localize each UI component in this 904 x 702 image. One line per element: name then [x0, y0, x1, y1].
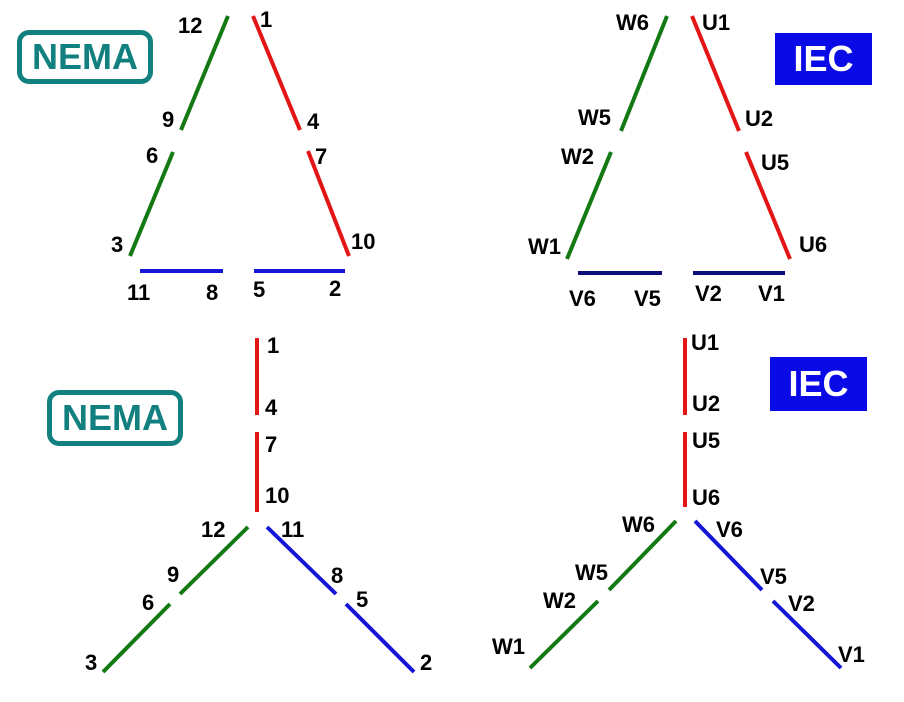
terminal-label: V1: [838, 642, 865, 667]
terminal-label: 11: [281, 517, 304, 542]
terminal-label: 7: [265, 432, 277, 457]
iec-wye-winding-v6-v5: [693, 519, 764, 592]
terminal-label: V5: [634, 286, 661, 311]
iec-delta-winding-w2-w1: [565, 151, 613, 260]
terminal-label: U5: [761, 150, 789, 175]
terminal-label: 4: [265, 395, 278, 420]
nema-delta-winding-7-10: [306, 150, 351, 257]
nema-delta: [128, 15, 351, 273]
terminal-label: V2: [788, 591, 815, 616]
terminal-label: 11: [127, 280, 150, 305]
terminal-label: 8: [331, 563, 343, 588]
terminal-label: W1: [528, 234, 561, 259]
terminal-label: 1: [260, 7, 272, 32]
terminal-label: W6: [622, 512, 655, 537]
terminal-label: U6: [799, 232, 827, 257]
terminal-label: W5: [578, 105, 611, 130]
terminal-label: 12: [178, 13, 202, 38]
terminal-label: 6: [146, 143, 158, 168]
iec-delta-winding-u1-u2: [690, 15, 741, 132]
iec-wye-winding-v2-v1: [771, 599, 843, 670]
iec-wye-winding-w2-w1: [528, 599, 600, 670]
nema-badge: NEMA: [47, 390, 183, 446]
nema-delta-winding-12-9: [179, 15, 230, 131]
terminal-label: W2: [561, 144, 594, 169]
iec-wye: [528, 338, 843, 670]
terminal-label: 9: [162, 107, 174, 132]
terminal-label: W2: [543, 588, 576, 613]
nema-wye-winding-5-2: [344, 602, 416, 674]
nema-delta-winding-1-4: [251, 15, 302, 131]
terminal-label: 7: [315, 144, 327, 169]
terminal-label: W1: [492, 634, 525, 659]
iec-delta-winding-w6-w5: [619, 15, 669, 132]
terminal-label: 8: [206, 280, 218, 305]
terminal-label: 4: [307, 109, 320, 134]
terminal-label: 6: [142, 590, 154, 615]
terminal-label: V5: [760, 564, 787, 589]
terminal-label: 5: [356, 587, 368, 612]
iec-delta-labels: W6 U1 W5 U2 W2 U5 W1 U6 V6 V5 V2 V1: [528, 10, 827, 311]
nema-delta-labels: 12 1 9 4 6 7 3 10 11 8 5 2: [111, 7, 375, 305]
terminal-label: 2: [420, 650, 432, 675]
terminal-label: V2: [695, 281, 722, 306]
terminal-label: 3: [85, 650, 97, 675]
iec-delta-winding-u5-u6: [744, 151, 792, 260]
nema-wye-winding-11-8: [265, 525, 338, 596]
nema-delta-winding-6-3: [128, 151, 175, 257]
terminal-label: 5: [253, 277, 265, 302]
terminal-label: U5: [692, 428, 720, 453]
iec-delta: [565, 15, 792, 275]
terminal-label: 9: [167, 562, 179, 587]
terminal-label: V1: [758, 281, 785, 306]
nema-wye-labels: 1 4 7 10 12 11 9 8 6 5 3 2: [85, 333, 432, 675]
iec-wye-labels: U1 U2 U5 U6 W6 V6 W5 V5 W2 V2 W1 V1: [492, 330, 865, 667]
terminal-label: 10: [265, 483, 289, 508]
terminal-label: V6: [716, 517, 743, 542]
iec-badge: IEC: [770, 357, 867, 411]
nema-wye-winding-12-9: [178, 525, 250, 596]
iec-badge: IEC: [775, 33, 872, 85]
terminal-label: W6: [616, 10, 649, 35]
terminal-label: U2: [745, 106, 773, 131]
terminal-label: 3: [111, 232, 123, 257]
terminal-label: 12: [201, 517, 225, 542]
terminal-label: 1: [267, 333, 279, 358]
iec-wye-winding-w6-w5: [607, 519, 678, 592]
nema-wye: [101, 338, 416, 674]
nema-wye-winding-6-3: [101, 602, 172, 674]
terminal-label: V6: [569, 286, 596, 311]
terminal-label: W5: [575, 560, 608, 585]
terminal-label: U6: [692, 485, 720, 510]
terminal-label: U2: [692, 391, 720, 416]
terminal-label: U1: [702, 10, 730, 35]
terminal-label: 10: [351, 229, 375, 254]
terminal-label: 2: [329, 276, 341, 301]
terminal-label: U1: [691, 330, 719, 355]
nema-badge: NEMA: [17, 30, 153, 84]
